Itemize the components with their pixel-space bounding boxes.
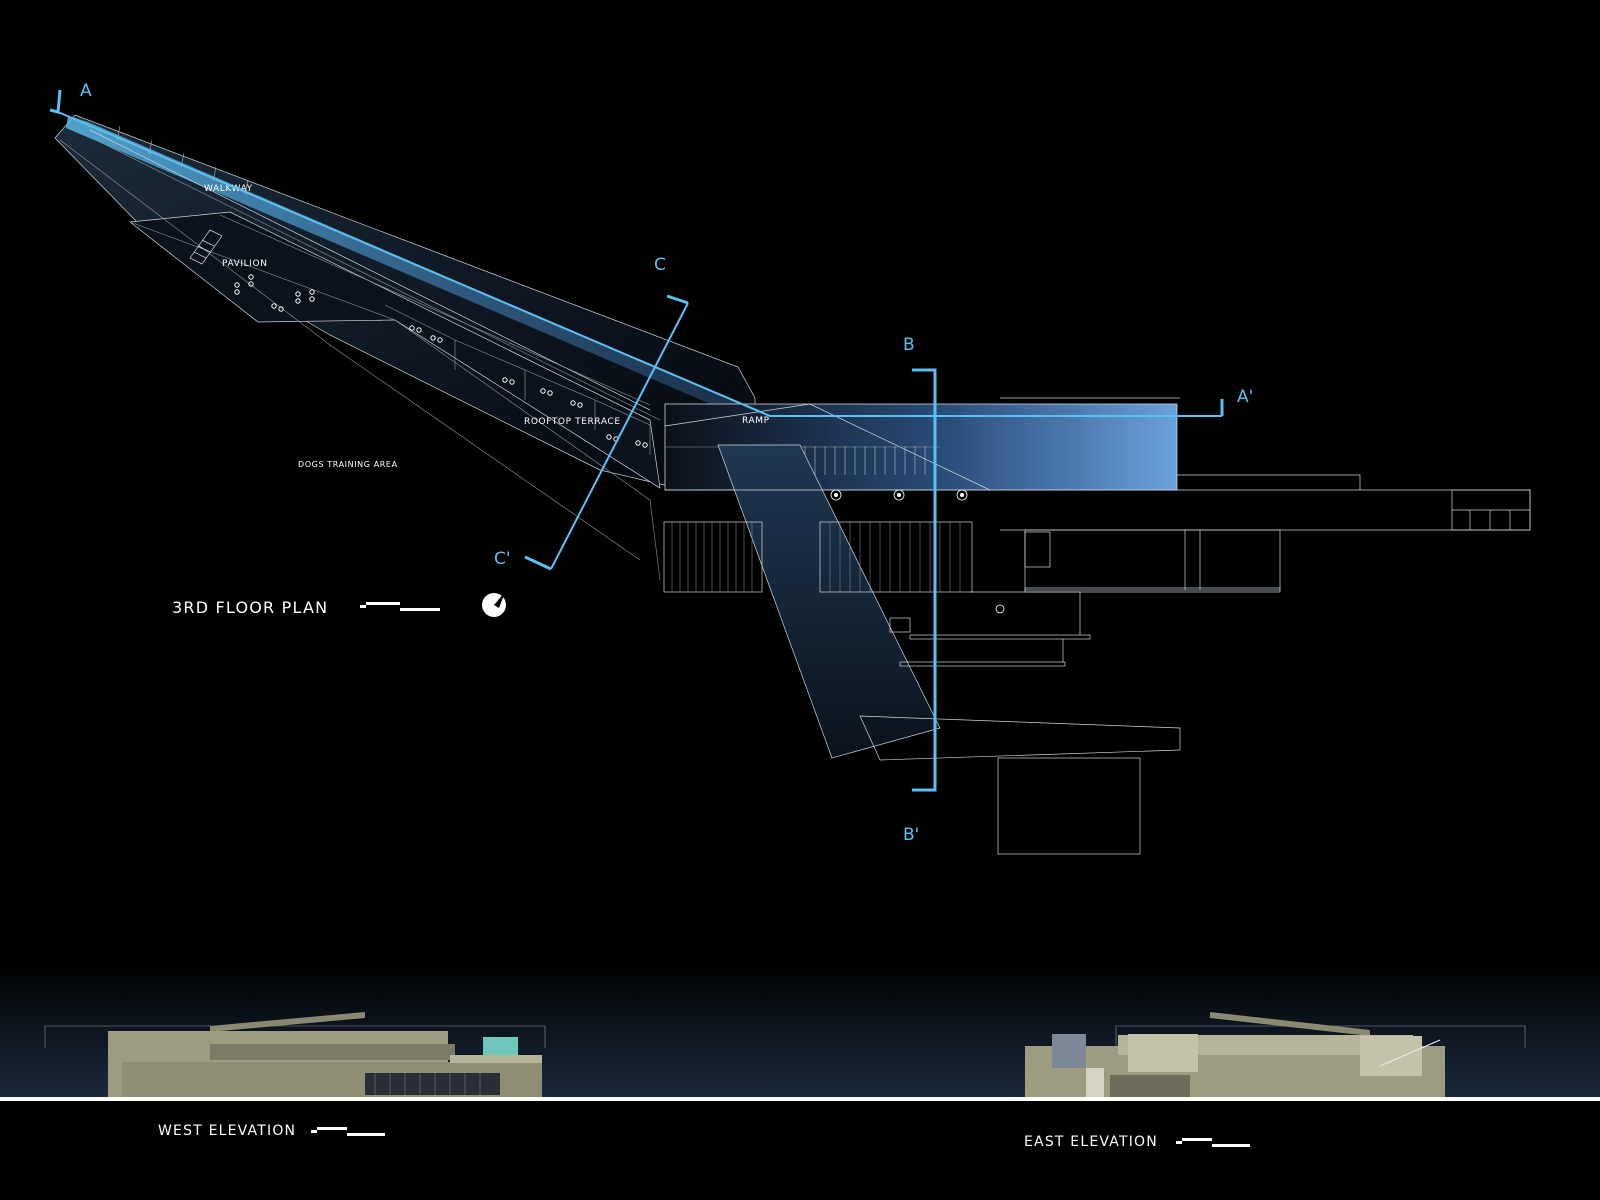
east-elevation-drawing xyxy=(1025,1012,1526,1097)
diagonal-leg xyxy=(717,444,941,759)
walkway-label: WALKWAY xyxy=(204,184,253,194)
west-elevation-drawing xyxy=(44,1012,546,1097)
section-cuts: A A' B B' C C' xyxy=(49,81,1253,845)
rooftop-terrace-label: ROOFTOP TERRACE xyxy=(524,417,621,427)
west-elevation-title-block: WEST ELEVATION xyxy=(158,1123,385,1139)
plan-title: 3RD FLOOR PLAN xyxy=(172,598,328,617)
section-c-line xyxy=(550,302,689,570)
lower-level-outline xyxy=(663,474,1531,855)
ramp-diagonal xyxy=(664,403,991,491)
pavilion-stair xyxy=(189,229,223,265)
section-marker-b: B xyxy=(903,335,915,355)
scale-bar-icon xyxy=(360,602,440,611)
column-markers xyxy=(830,489,1005,614)
west-elevation-title: WEST ELEVATION xyxy=(158,1123,296,1139)
lower-facade-stripes xyxy=(671,522,961,592)
pavilion-terrace-mass xyxy=(129,211,661,489)
section-a-line xyxy=(57,111,1222,417)
east-elevation-title: EAST ELEVATION xyxy=(1024,1134,1158,1150)
scale-bar-icon xyxy=(311,1127,385,1136)
seating-glyphs xyxy=(234,274,648,448)
section-c-prime-bracket xyxy=(524,555,552,571)
walkway-rail-1 xyxy=(89,129,651,411)
ground-line xyxy=(0,1097,1600,1101)
section-marker-a-prime: A' xyxy=(1237,387,1253,407)
pavilion-label: PAVILION xyxy=(222,259,268,269)
section-marker-b-prime: B' xyxy=(903,825,919,845)
section-marker-c: C xyxy=(654,255,666,275)
section-c-bracket xyxy=(666,294,689,305)
walkway-glow xyxy=(66,116,760,420)
walkway-rail-3 xyxy=(219,214,651,406)
training-area-outline xyxy=(129,221,661,581)
section-a-bracket xyxy=(49,89,62,114)
plan-title-block: 3RD FLOOR PLAN xyxy=(172,592,506,617)
training-area-edge xyxy=(59,139,641,561)
north-arrow-icon xyxy=(482,592,506,617)
third-floor-plan: WALKWAY PAVILION ROOFTOP TERRACE RAMP DO… xyxy=(54,114,1531,855)
walkway-rail-2 xyxy=(95,139,661,421)
section-marker-c-prime: C' xyxy=(494,549,511,569)
scale-bar-icon xyxy=(1176,1138,1250,1147)
ramp-label: RAMP xyxy=(742,416,770,426)
section-b-bracket xyxy=(912,368,937,792)
section-marker-a: A xyxy=(80,81,92,101)
terrace-bays xyxy=(384,304,651,455)
dogs-training-area-label: DOGS TRAINING AREA xyxy=(298,460,398,469)
east-elevation-title-block: EAST ELEVATION xyxy=(1024,1134,1250,1150)
